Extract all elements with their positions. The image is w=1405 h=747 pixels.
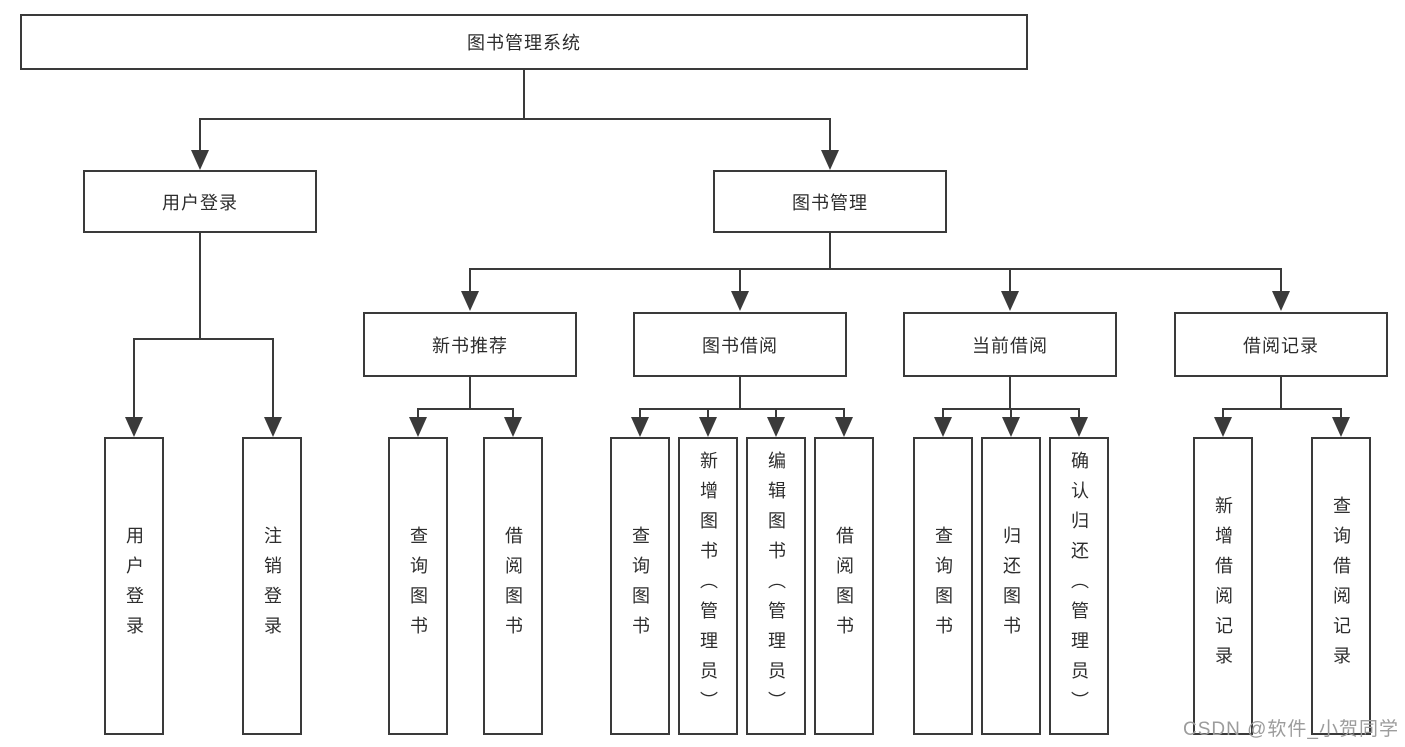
connector-to-book-mgmt [829, 118, 831, 152]
leaf-add-books-admin: 新增图书（管理员） [678, 437, 738, 735]
leaf-add-borrow-record-label: 新增借阅记录 [1213, 496, 1233, 676]
node-book-management: 图书管理 [713, 170, 947, 233]
leaf-return-books: 归还图书 [981, 437, 1041, 735]
arrow-down-icon [1272, 291, 1290, 311]
arrow-down-icon [191, 150, 209, 170]
node-current-borrowing: 当前借阅 [903, 312, 1117, 377]
connector-leaf-drop [942, 408, 944, 420]
leaf-query-books-1: 查询图书 [388, 437, 448, 735]
leaf-confirm-return-admin: 确认归还（管理员） [1049, 437, 1109, 735]
leaf-edit-books-admin: 编辑图书（管理员） [746, 437, 806, 735]
arrow-down-icon [821, 150, 839, 170]
node-user-login: 用户登录 [83, 170, 317, 233]
connector-leaf-drop [639, 408, 641, 420]
connector-book-borrow-stem [739, 377, 741, 410]
leaf-borrow-books-1-label: 借阅图书 [503, 526, 523, 646]
connector-leaf-drop [775, 408, 777, 420]
connector-book-mgmt-stem [829, 233, 831, 268]
connector-leaf-drop [1078, 408, 1080, 420]
leaf-query-books-3: 查询图书 [913, 437, 973, 735]
arrow-down-icon [1002, 417, 1020, 437]
leaf-borrow-books-2: 借阅图书 [814, 437, 874, 735]
connector-to-logout-leaf [272, 338, 274, 418]
arrow-down-icon [1332, 417, 1350, 437]
arrow-down-icon [264, 417, 282, 437]
leaf-query-books-3-label: 查询图书 [933, 526, 953, 646]
connector-to-current-borrow [1009, 268, 1011, 293]
node-book-management-label: 图书管理 [792, 192, 868, 213]
connector-to-new-books [469, 268, 471, 293]
connector-root-stem [523, 70, 525, 118]
arrow-down-icon [934, 417, 952, 437]
leaf-borrow-books-1: 借阅图书 [483, 437, 543, 735]
connector-leaf-drop [1010, 408, 1012, 420]
arrow-down-icon [125, 417, 143, 437]
node-current-borrowing-label: 当前借阅 [972, 335, 1048, 356]
leaf-query-books-2: 查询图书 [610, 437, 670, 735]
connector-to-book-borrow [739, 268, 741, 293]
node-user-login-label: 用户登录 [162, 192, 238, 213]
arrow-down-icon [1001, 291, 1019, 311]
leaf-query-books-2-label: 查询图书 [630, 526, 650, 646]
leaf-query-borrow-record: 查询借阅记录 [1311, 437, 1371, 735]
leaf-edit-books-admin-label: 编辑图书（管理员） [766, 451, 786, 721]
connector-leaf-drop [417, 408, 419, 420]
node-book-borrowing-label: 图书借阅 [702, 335, 778, 356]
arrow-down-icon [1070, 417, 1088, 437]
leaf-user-login: 用户登录 [104, 437, 164, 735]
connector-new-books-rail [417, 408, 514, 410]
arrow-down-icon [1214, 417, 1232, 437]
connector-borrow-records-rail [1222, 408, 1342, 410]
connector-to-user-login [199, 118, 201, 152]
node-new-book-recommend-label: 新书推荐 [432, 335, 508, 356]
leaf-add-borrow-record: 新增借阅记录 [1193, 437, 1253, 735]
connector-to-login-leaf [133, 338, 135, 418]
connector-user-login-stem [199, 233, 201, 338]
leaf-query-books-1-label: 查询图书 [408, 526, 428, 646]
leaf-borrow-books-2-label: 借阅图书 [834, 526, 854, 646]
arrow-down-icon [409, 417, 427, 437]
arrow-down-icon [461, 291, 479, 311]
arrow-down-icon [767, 417, 785, 437]
leaf-add-books-admin-label: 新增图书（管理员） [698, 451, 718, 721]
node-borrowing-records: 借阅记录 [1174, 312, 1388, 377]
arrow-down-icon [731, 291, 749, 311]
connector-level2-rail [469, 268, 1282, 270]
node-root-label: 图书管理系统 [467, 33, 581, 53]
connector-new-books-stem [469, 377, 471, 410]
arrow-down-icon [699, 417, 717, 437]
arrow-down-icon [835, 417, 853, 437]
arrow-down-icon [504, 417, 522, 437]
leaf-query-borrow-record-label: 查询借阅记录 [1331, 496, 1351, 676]
leaf-logout-label: 注销登录 [262, 526, 282, 646]
connector-leaf-drop [707, 408, 709, 420]
connector-current-borrow-stem [1009, 377, 1011, 410]
connector-book-borrow-rail [639, 408, 845, 410]
leaf-confirm-return-admin-label: 确认归还（管理员） [1069, 451, 1089, 721]
node-borrowing-records-label: 借阅记录 [1243, 335, 1319, 356]
connector-level1-rail [199, 118, 831, 120]
arrow-down-icon [631, 417, 649, 437]
connector-leaf-drop [1222, 408, 1224, 420]
leaf-user-login-label: 用户登录 [124, 526, 144, 646]
connector-leaf-drop [843, 408, 845, 420]
node-book-borrowing: 图书借阅 [633, 312, 847, 377]
connector-borrow-records-stem [1280, 377, 1282, 410]
connector-leaf-drop [512, 408, 514, 420]
leaf-return-books-label: 归还图书 [1001, 526, 1021, 646]
leaf-logout: 注销登录 [242, 437, 302, 735]
connector-leaf-drop [1340, 408, 1342, 420]
node-new-book-recommend: 新书推荐 [363, 312, 577, 377]
connector-to-borrow-records [1280, 268, 1282, 293]
connector-user-login-rail [133, 338, 274, 340]
node-root-system: 图书管理系统 [20, 14, 1028, 70]
csdn-watermark: CSDN @软件_小贺同学 [1183, 719, 1399, 740]
